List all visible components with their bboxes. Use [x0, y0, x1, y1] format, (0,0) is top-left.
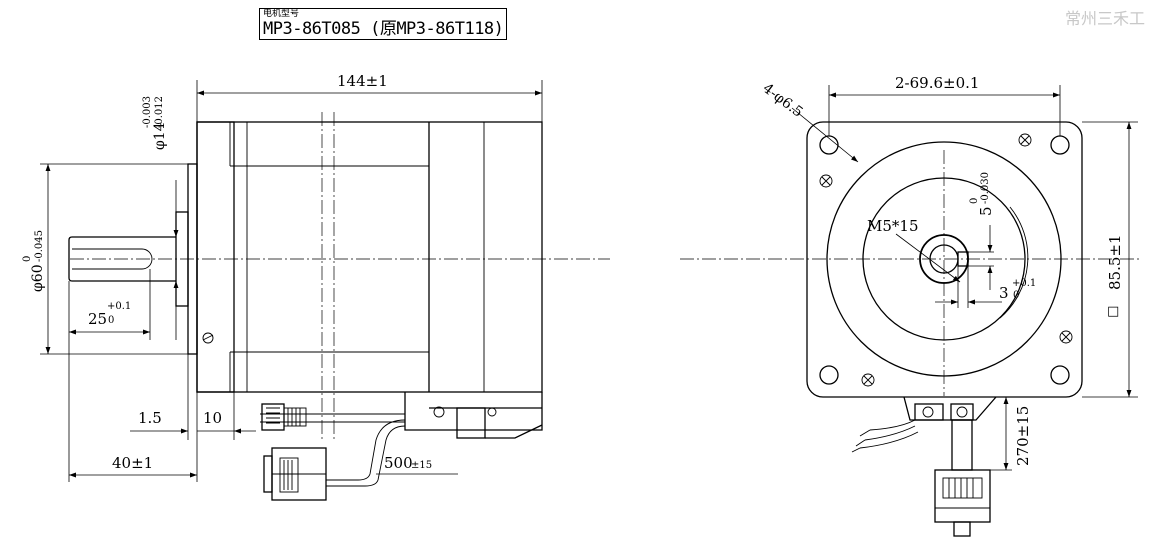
pilot-height-text: 1.5 — [138, 409, 162, 427]
cable-gland — [404, 392, 543, 439]
front-cable-length-text: 270±15 — [1014, 406, 1032, 466]
model-caption: 电机型号 — [263, 9, 300, 19]
flange-tol-upper: 0 — [22, 256, 33, 262]
shaft-length-text: 40±1 — [112, 454, 153, 472]
holes-text: 4-φ6.5 — [760, 80, 806, 120]
body-circle — [826, 141, 1062, 377]
key-depth-tol-lower: 0 — [1013, 290, 1019, 301]
thread-text: M5*15 — [867, 217, 919, 235]
dim-cable-length-side: 500 ±15 — [376, 454, 458, 475]
cables — [260, 403, 406, 501]
square-flange — [806, 121, 1083, 398]
dim-thread: M5*15 — [867, 217, 961, 283]
flange-dia-text: φ60 — [30, 264, 46, 292]
screw-icons — [819, 133, 1073, 387]
dim-pilot: 1.5 10 — [130, 354, 256, 440]
svg-text:φ14: φ14 — [152, 122, 168, 150]
dim-shaft-dia: φ14 -0.003 -0.012 — [142, 96, 179, 340]
key-length-tol-lower: 0 — [108, 315, 114, 326]
key-depth-text: 3 — [999, 284, 1009, 302]
dim-key-depth: 3 +0.1 0 — [935, 266, 1036, 308]
shaft-dia-text: φ14 — [152, 122, 168, 150]
side-cable-length-text: 500 — [384, 454, 413, 472]
flange-tol-lower: -0.045 — [34, 230, 45, 262]
shaft — [68, 236, 176, 282]
flange-thickness-text: 10 — [203, 409, 222, 427]
key-width-text: 5 — [977, 206, 995, 216]
square-text: 85.5±1 — [1106, 234, 1124, 290]
key-depth-tol-upper: +0.1 — [1012, 278, 1036, 289]
dim-key-width: 5 0 -0.030 — [968, 172, 995, 290]
dim-cable-length-front: 270±15 — [990, 396, 1032, 471]
shaft-tol-lower: -0.012 — [154, 96, 165, 128]
hole-pitch-text: 2-69.6±0.1 — [895, 74, 979, 92]
model-label-box: 电机型号 MP3-86T085 (原MP3-86T118) — [259, 8, 508, 40]
watermark-text: 常州三禾工 — [1065, 9, 1145, 28]
key-width-tol-upper: 0 — [969, 198, 980, 204]
pilot-circle — [862, 177, 1026, 341]
dim-flange-dia: φ60 0 -0.045 — [22, 163, 188, 355]
shaft-tol-upper: -0.003 — [142, 96, 153, 128]
model-number: MP3-86T085 (原MP3-86T118) — [263, 19, 504, 39]
dim-holes: 4-φ6.5 — [760, 80, 859, 163]
motor-body — [196, 121, 543, 393]
square-mark: □ — [1107, 304, 1119, 319]
side-view: 144±1 φ14 -0.003 -0.012 φ60 0 -0.045 2 — [22, 72, 610, 501]
dim-key-length: 25 +0.1 0 — [68, 269, 151, 340]
dim-length: 144±1 — [196, 72, 543, 122]
dim-shaft-length: 40±1 — [68, 340, 198, 482]
side-cable-length-tol: ±15 — [411, 460, 432, 471]
front-cable-gland — [851, 396, 997, 537]
length-text: 144±1 — [337, 72, 388, 90]
key-length-text: 25 — [88, 310, 107, 328]
key-width-tol-lower: -0.030 — [980, 172, 991, 204]
dim-hole-pitch: 2-69.6±0.1 — [828, 74, 1061, 136]
front-view: 2-69.6±0.1 4-φ6.5 M5*15 5 0 -0.030 — [680, 74, 1140, 537]
dim-square: 85.5±1 □ — [1082, 121, 1138, 398]
key-length-tol-upper: +0.1 — [107, 301, 131, 312]
key-arc — [999, 206, 1029, 319]
flange — [175, 121, 235, 393]
mounting-holes — [819, 135, 1070, 385]
